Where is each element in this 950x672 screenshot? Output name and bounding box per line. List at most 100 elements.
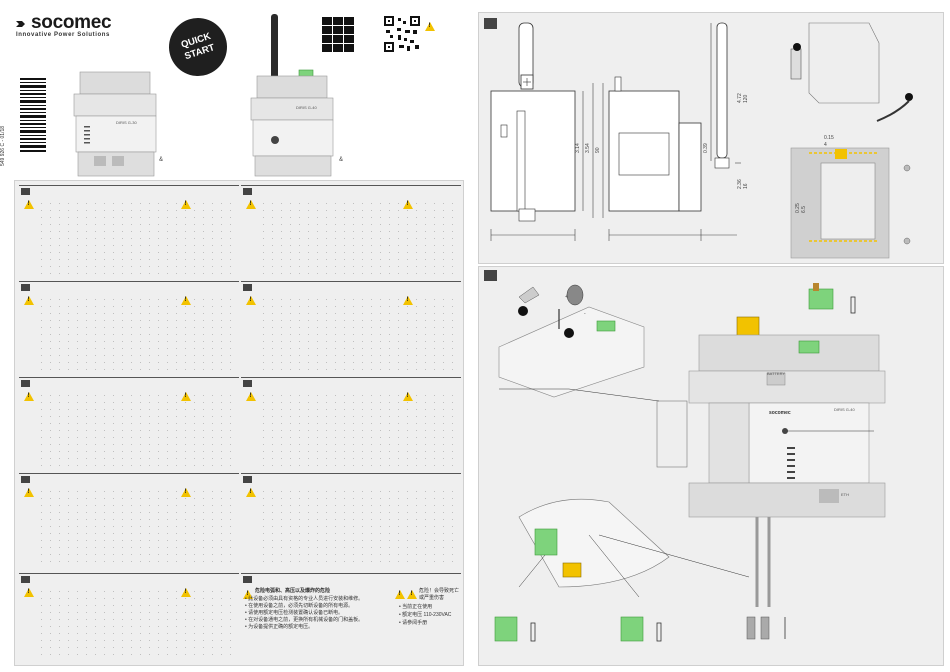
installation-drawing: + - — [494, 283, 886, 642]
warning-icon — [24, 588, 34, 597]
cjk-line: • 在对设备通电之前，更换所有机械设备的门和盖板。 — [245, 617, 364, 623]
placeholder-text-block — [37, 392, 231, 467]
language-flags-grid — [322, 17, 354, 52]
warning-icon — [246, 296, 256, 305]
warning-icon — [24, 488, 34, 497]
language-marker — [243, 188, 252, 195]
warning-icon — [24, 296, 34, 305]
cjk-title: 危险电弧和、高压以及爆炸的危险 — [255, 588, 331, 594]
placeholder-text-block — [37, 296, 231, 371]
warning-icon — [243, 590, 253, 599]
socomec-logo: socomec Innovative Power Solutions — [16, 12, 112, 38]
language-marker — [243, 576, 252, 583]
warning-icon — [246, 392, 256, 401]
language-marker — [243, 284, 252, 291]
dimension-label: 0.25 — [795, 203, 801, 213]
qr-code-icon — [384, 16, 420, 52]
dimension-label: 16 — [743, 183, 749, 189]
battery-label: BATTERY — [767, 371, 786, 376]
warning-icon — [425, 22, 435, 31]
front-model-label: DIRIS G-40 — [834, 407, 855, 412]
dimension-label: 2.36 — [737, 179, 743, 189]
installation-panel: + - — [478, 266, 944, 666]
language-marker — [21, 476, 30, 483]
ampersand-label: & — [159, 157, 164, 163]
placeholder-text-block — [259, 200, 453, 275]
device-model-label: DIRIS G-30 — [116, 120, 137, 125]
quick-start-badge: QUICK START — [161, 10, 235, 84]
language-block — [19, 281, 239, 377]
cjk-line: • 为设备提供正确的额定电压。 — [245, 624, 314, 630]
language-block — [19, 377, 239, 473]
language-block — [19, 473, 239, 569]
dimensions-panel: 3.14 3.54 90 0.39 4.72 120 2.36 16 0.15 … — [478, 12, 944, 264]
placeholder-text-block — [259, 296, 453, 371]
dimension-label: 6.5 — [801, 206, 807, 213]
warning-icon — [395, 590, 405, 599]
warning-icon — [24, 392, 34, 401]
warning-icon — [181, 392, 191, 401]
front-brand-label: socomec — [769, 410, 791, 416]
warning-icon — [181, 488, 191, 497]
dimension-label: 4 — [824, 142, 827, 148]
warning-icon — [403, 392, 413, 401]
placeholder-text-block — [37, 488, 231, 563]
language-block — [241, 185, 461, 281]
warning-icon — [403, 296, 413, 305]
warning-icon — [181, 588, 191, 597]
placeholder-text-block — [37, 588, 231, 656]
barcode-icon — [20, 78, 46, 152]
brand-tagline: Innovative Power Solutions — [16, 32, 110, 38]
language-block — [241, 281, 461, 377]
language-marker — [243, 380, 252, 387]
language-marker — [21, 576, 30, 583]
warning-icon — [246, 488, 256, 497]
cjk-note: • 额定电压 110-230VAC — [399, 612, 452, 618]
warning-icon — [181, 296, 191, 305]
section-marker-1 — [484, 18, 497, 29]
section-marker-2 — [484, 270, 497, 281]
dimension-label: 120 — [743, 94, 749, 103]
warning-icon — [181, 200, 191, 209]
doc-reference: 549 926 C - 01/18 — [0, 125, 6, 166]
cjk-line: • 在使用设备之前，必须先切断设备的所有电源。 — [245, 603, 354, 609]
battery-plus-label: + — [565, 294, 568, 300]
placeholder-text-block — [259, 488, 453, 563]
language-block — [19, 185, 239, 281]
dimension-label: 3.54 — [585, 143, 591, 153]
ampersand-label-2: & — [339, 157, 344, 163]
eth-port-label: ETH — [841, 492, 849, 497]
language-marker — [21, 284, 30, 291]
dimension-label: 0.15 — [824, 135, 834, 141]
cjk-notes-title: 危险！会导致死亡或严重伤害 — [419, 588, 460, 601]
cjk-note: • 请参阅手册 — [399, 620, 428, 626]
socomec-mark-icon — [16, 21, 25, 27]
multilingual-instructions-panel: 危险电弧和、高压以及爆炸的危险 • 此设备必须由具有资格的专业人员进行安装和维修… — [14, 180, 464, 666]
cjk-line: • 请使用额定电压检测装置确认设备已断电。 — [245, 610, 344, 616]
language-block — [19, 573, 239, 662]
cjk-line: • 此设备必须由具有资格的专业人员进行安装和维修。 — [245, 596, 364, 602]
dimension-label: 3.14 — [575, 143, 581, 153]
language-block — [241, 473, 461, 569]
placeholder-text-block — [259, 392, 453, 467]
placeholder-text-block — [37, 200, 231, 275]
device-g40-illustration — [250, 14, 334, 177]
dimension-label: 90 — [595, 147, 601, 153]
device-model-label-2: DIRIS G-40 — [296, 105, 317, 110]
warning-icon — [407, 590, 417, 599]
brand-name: socomec — [31, 12, 112, 33]
cjk-note: • 当前正在使用 — [399, 604, 433, 610]
language-marker — [21, 188, 30, 195]
language-marker — [21, 380, 30, 387]
warning-icon — [246, 200, 256, 209]
battery-minus-label: - — [584, 311, 586, 317]
dimension-label: 0.39 — [703, 143, 709, 153]
language-block — [241, 377, 461, 473]
device-g30-illustration — [73, 71, 157, 177]
warning-icon — [24, 200, 34, 209]
chinese-block: 危险电弧和、高压以及爆炸的危险 • 此设备必须由具有资格的专业人员进行安装和维修… — [241, 573, 461, 662]
warning-icon — [403, 200, 413, 209]
language-marker — [243, 476, 252, 483]
dimension-label: 4.72 — [737, 93, 743, 103]
dimension-drawing: 3.14 3.54 90 0.39 4.72 120 2.36 16 0.15 … — [490, 22, 913, 259]
